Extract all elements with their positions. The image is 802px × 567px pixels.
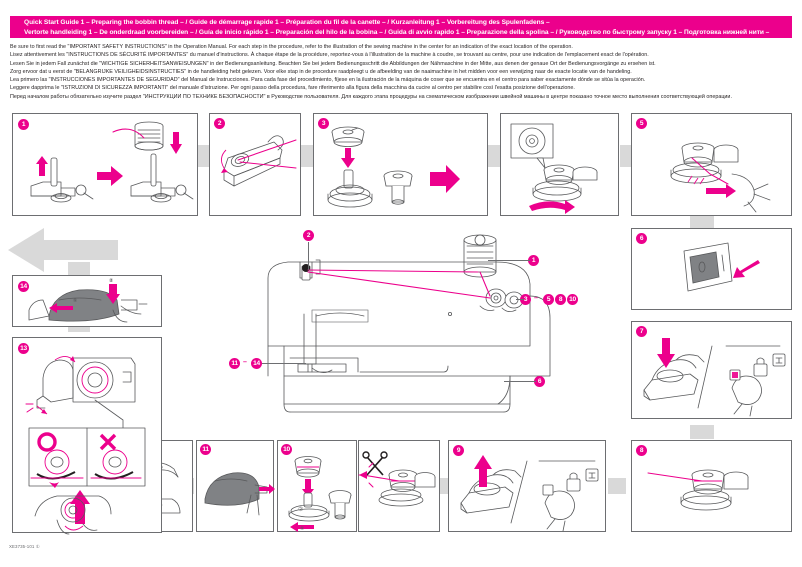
machine-callout-winder-3: 3 xyxy=(520,294,531,305)
step-10-illustration: ② xyxy=(288,456,352,532)
machine-callout-winder-5: 5 xyxy=(543,294,554,305)
step-10-cut-illustration xyxy=(358,451,436,507)
step-badge-10: 10 xyxy=(281,444,292,455)
step-badge-11: 11 xyxy=(200,444,211,455)
step-badge-7: 7 xyxy=(636,326,647,337)
step-panel-14: 14 ① ② xyxy=(12,275,162,327)
step-panel-3-result xyxy=(500,113,619,216)
title-line-1: Quick Start Guide 1 – Preparing the bobb… xyxy=(24,19,550,26)
intro-paragraph-en: Be sure to first read the "IMPORTANT SAF… xyxy=(10,44,573,50)
intro-text-block: Be sure to first read the "IMPORTANT SAF… xyxy=(10,44,796,102)
callout-line-11 xyxy=(262,363,306,364)
machine-callout-plate-14: 14 xyxy=(251,358,262,369)
step-badge-13: 13 xyxy=(18,343,29,354)
intro-paragraph-fr: Lisez attentivement les "INSTRUCTIONS DE… xyxy=(10,52,649,59)
callout-line-1 xyxy=(488,260,530,261)
step-3-result-illustration xyxy=(510,123,598,214)
document-part-code: XE3735-101 ① xyxy=(9,544,40,549)
title-banner xyxy=(10,16,792,38)
step-11-illustration xyxy=(204,472,275,516)
intro-paragraph-ru: Перед началом работы обязательно изучите… xyxy=(10,93,732,100)
title-line-2: Vertorte handleiding 1 – De onderdraad v… xyxy=(24,29,770,36)
machine-callout-bobbin-cover: 6 xyxy=(534,376,545,387)
step-8-illustration xyxy=(647,469,749,511)
machine-callout-plate-11: 11 xyxy=(229,358,240,369)
step-13-illustration xyxy=(25,356,146,535)
callout-line-6 xyxy=(504,381,536,382)
callout-line-2 xyxy=(308,242,309,270)
step-panel-3: 3 xyxy=(313,113,488,216)
sewing-machine-diagram: 1 2 3 – 5 8 10 11 – 14 6 xyxy=(228,226,594,424)
connector-7-8 xyxy=(690,425,714,439)
step-badge-6: 6 xyxy=(636,233,647,244)
connector-2-3 xyxy=(300,145,314,167)
step-badge-2: 2 xyxy=(214,118,225,129)
step-7-illustration xyxy=(643,338,786,417)
step-badge-14: 14 xyxy=(18,281,29,292)
step-panel-2: 2 xyxy=(209,113,301,216)
step-panel-10-cut xyxy=(358,440,440,532)
svg-text:②: ② xyxy=(298,506,303,513)
step-3-illustration xyxy=(327,126,460,208)
connector-5-6 xyxy=(690,213,714,229)
sub-label-1-p14: ① xyxy=(73,298,78,304)
machine-callout-sep-2: – xyxy=(243,359,247,366)
step-5-illustration xyxy=(670,142,771,213)
machine-callout-winder-10: 10 xyxy=(567,294,578,305)
intro-paragraph-de: Lesen Sie in jedem Fall zunächst die "WI… xyxy=(10,60,656,67)
step-badge-9: 9 xyxy=(453,445,464,456)
step-panel-6: 6 xyxy=(631,228,792,310)
step-badge-1: 1 xyxy=(18,119,29,130)
intro-paragraph-nl: Zorg ervoor dat u eerst de "BELANGRIJKE … xyxy=(10,68,632,75)
connector-1-2 xyxy=(196,145,210,167)
connector-4-5 xyxy=(620,145,634,167)
connector-8-9 xyxy=(608,478,626,494)
intro-paragraph-es: Lea primero las "INSTRUCCIONES IMPORTANT… xyxy=(10,77,646,84)
sub-label-2-p14: ② xyxy=(109,278,114,284)
machine-callout-winder-8: 8 xyxy=(555,294,566,305)
step-9-illustration xyxy=(460,455,599,532)
intro-paragraph-it: Leggere dapprima le "ISTRUZIONI DI SICUR… xyxy=(10,85,575,92)
step-1-illustration xyxy=(30,121,194,203)
back-arrow-graphic xyxy=(8,228,118,272)
machine-callout-sep-1: – xyxy=(534,295,538,302)
step-badge-5: 5 xyxy=(636,118,647,129)
connector-3-4 xyxy=(487,145,501,167)
step-panel-5: 5 xyxy=(631,113,792,216)
step-panel-9: 9 xyxy=(448,440,606,532)
step-badge-8: 8 xyxy=(636,445,647,456)
callout-line-3 xyxy=(516,299,524,300)
machine-callout-spool-pin: 1 xyxy=(528,255,539,266)
step-14-illustration xyxy=(28,284,148,323)
step-panel-1: 1 xyxy=(12,113,198,216)
sub-label-1: ① xyxy=(300,526,305,532)
sewing-machine-illustration xyxy=(267,234,551,413)
step-panel-8: 8 xyxy=(631,440,792,532)
step-panel-13: 13 xyxy=(12,337,162,535)
step-badge-3: 3 xyxy=(318,118,329,129)
machine-callout-thread-guide: 2 xyxy=(303,230,314,241)
step-panel-11: 11 xyxy=(196,440,275,532)
step-panel-10: 10 ② ① xyxy=(277,440,357,532)
step-6-illustration xyxy=(683,242,760,292)
step-2-illustration xyxy=(221,135,297,187)
step-panel-7: 7 xyxy=(631,321,792,419)
